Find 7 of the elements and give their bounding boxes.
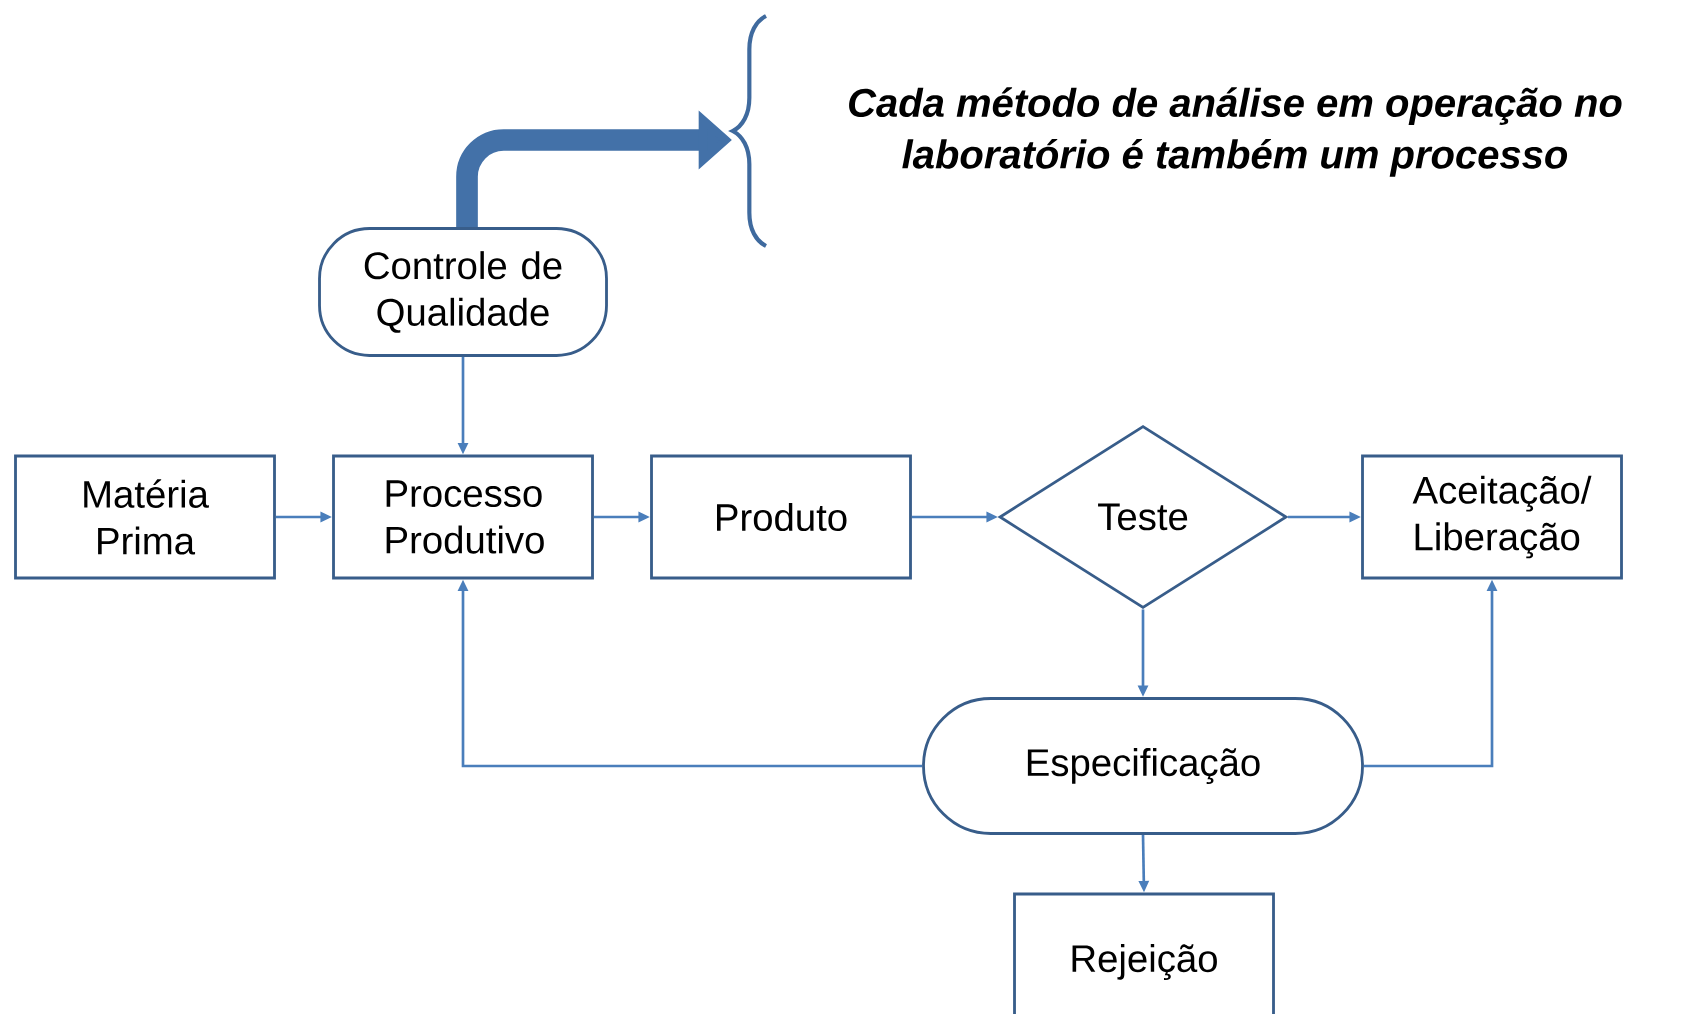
process-box: Aceitação/ Liberação [1361,454,1623,580]
rounded-box: Controle de Qualidade [318,227,608,357]
process-box: Matéria Prima [14,454,276,580]
process-box: Rejeição [1013,892,1275,1014]
process-box: Processo Produtivo [332,454,594,580]
process-box: Produto [650,454,912,580]
callout-text: Cada método de análise em operação no laboratório é também um processo [849,87,1622,177]
